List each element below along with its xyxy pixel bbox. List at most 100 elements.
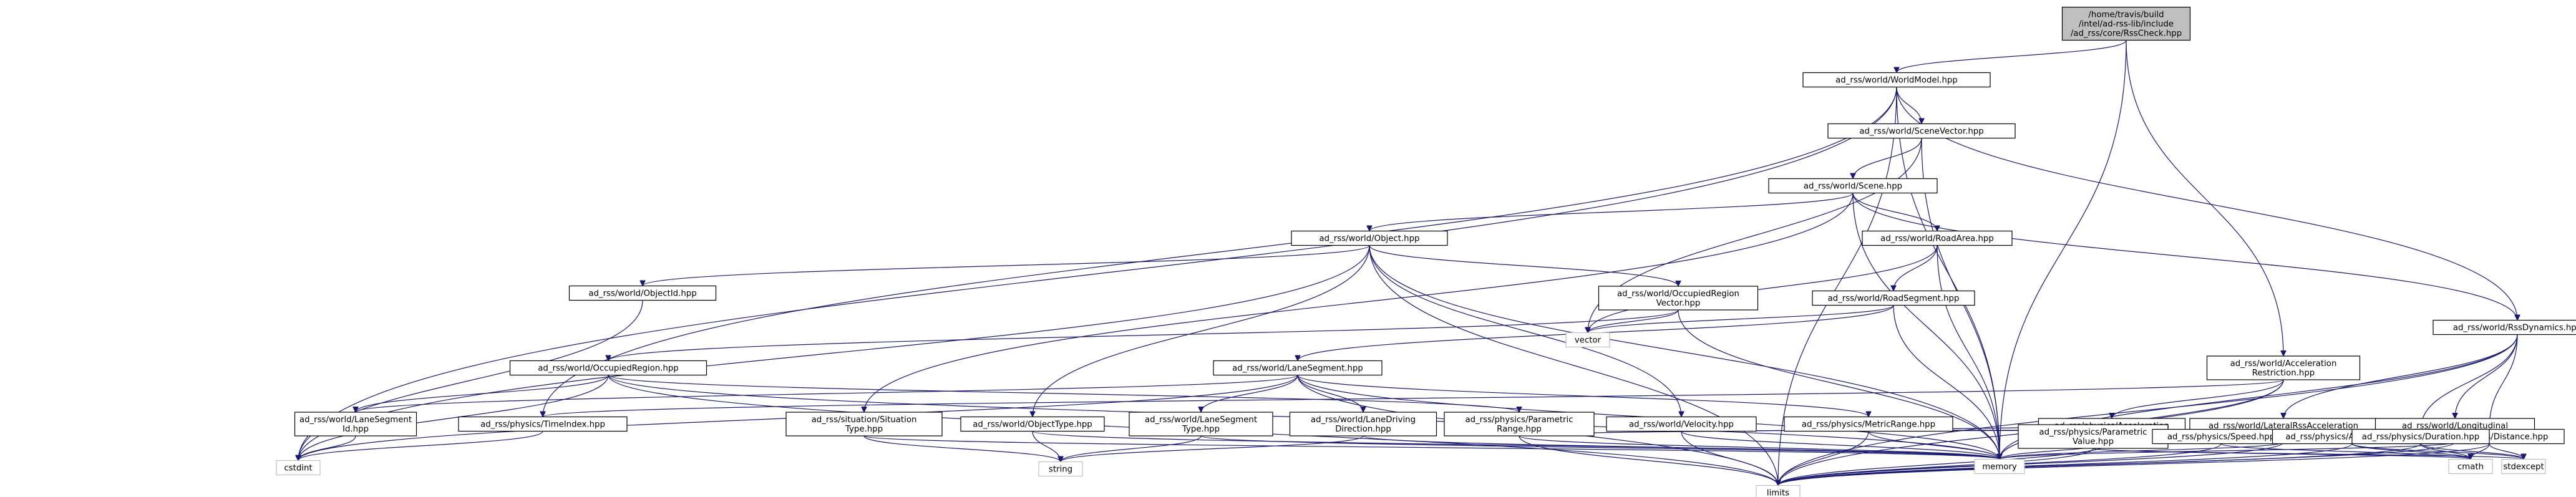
node-metricRange[interactable]: ad_rss/physics/MetricRange.hpp bbox=[1784, 416, 1953, 432]
node-rssDynamics[interactable]: ad_rss/world/RssDynamics.hpp bbox=[2433, 319, 2576, 335]
node-string: string bbox=[1038, 461, 1083, 477]
edge-scene-to-object bbox=[1369, 192, 1854, 232]
edge-worldModel-to-limits bbox=[1778, 87, 1897, 486]
node-label: ad_rss/world/LaneSegment bbox=[299, 415, 412, 425]
node-objectType[interactable]: ad_rss/world/ObjectType.hpp bbox=[960, 416, 1105, 432]
node-label: ad_rss/world/ObjectId.hpp bbox=[588, 289, 696, 299]
edge-sceneVector-to-scene bbox=[1853, 138, 1922, 179]
node-occRegion[interactable]: ad_rss/world/OccupiedRegion.hpp bbox=[509, 360, 707, 376]
edge-duration-to-cmath bbox=[2420, 443, 2471, 460]
edge-object-to-memory bbox=[1369, 245, 2000, 460]
node-label: Type.hpp bbox=[1182, 425, 1220, 434]
edge-root-to-memory bbox=[2000, 40, 2127, 460]
node-box bbox=[1862, 230, 2013, 246]
edge-laneSegmentType-to-string bbox=[1061, 435, 1202, 462]
node-label: ad_rss/physics/TimeIndex.hpp bbox=[480, 420, 605, 430]
node-label: ad_rss/world/LaneSegment bbox=[1145, 415, 1257, 425]
node-label: ad_rss/world/LaneDriving bbox=[1311, 415, 1416, 425]
edge-object-to-velocity bbox=[1369, 245, 1681, 417]
node-cstdint: cstdint bbox=[276, 460, 321, 476]
node-cmath: cmath bbox=[2448, 458, 2493, 475]
node-duration[interactable]: ad_rss/physics/Duration.hpp bbox=[2351, 428, 2490, 445]
edge-scene-to-rssDynamics bbox=[1852, 193, 2517, 321]
edge-accelRestriction-to-accelRange bbox=[2112, 379, 2284, 419]
node-worldModel[interactable]: ad_rss/world/WorldModel.hpp bbox=[1802, 72, 1991, 88]
edge-occRegion-to-parametricRange bbox=[608, 374, 1519, 413]
node-label: cmath bbox=[2457, 463, 2484, 472]
edge-laneDrivingDir-to-string bbox=[1061, 435, 1364, 463]
node-label: ad_rss/world/ObjectType.hpp bbox=[973, 420, 1092, 430]
edge-occRegion-to-laneSegmentId bbox=[356, 375, 609, 413]
edge-object-to-occRegionVector bbox=[1369, 245, 1678, 287]
node-label: ad_rss/physics/Duration.hpp bbox=[2362, 433, 2479, 442]
node-label: /ad_rss/core/RssCheck.hpp bbox=[2071, 29, 2182, 39]
dependency-edges bbox=[298, 40, 2524, 486]
node-box bbox=[1606, 416, 1757, 432]
edge-velocity-to-limits bbox=[1681, 431, 1778, 486]
node-label: Restriction.hpp bbox=[2252, 369, 2315, 378]
edge-acceleration-to-stdexcept bbox=[2351, 443, 2524, 460]
edge-roadSegment-to-vector bbox=[1588, 304, 1894, 334]
node-label: memory bbox=[1982, 463, 2017, 472]
edge-root-to-worldModel bbox=[1897, 40, 2127, 73]
edge-lonAccelValues-to-memory bbox=[2000, 442, 2456, 460]
edge-laneDrivingDir-to-memory bbox=[1363, 435, 2000, 460]
node-root[interactable]: /home/travis/build/intel/ad-rss-lib/incl… bbox=[2061, 6, 2191, 41]
edge-worldModel-to-rssDynamics bbox=[1896, 87, 2517, 321]
edge-speed-to-cmath bbox=[2220, 443, 2471, 460]
edge-laneSegment-to-laneSegmentId bbox=[356, 374, 1298, 413]
edge-objectId-to-cstdint bbox=[298, 300, 643, 461]
edge-rssDynamics-to-limits bbox=[1778, 334, 2518, 486]
edge-worldModel-to-timeIndex bbox=[543, 87, 1897, 417]
node-box bbox=[1129, 412, 1273, 437]
edge-accelRestriction-to-timeIndex bbox=[543, 379, 2284, 418]
node-label: ad_rss/world/Object.hpp bbox=[1320, 234, 1420, 244]
node-label: ad_rss/world/RoadSegment.hpp bbox=[1828, 294, 1960, 304]
node-box bbox=[1444, 412, 1595, 437]
node-label: ad_rss/world/Acceleration bbox=[2230, 359, 2337, 369]
node-roadArea[interactable]: ad_rss/world/RoadArea.hpp bbox=[1862, 230, 2013, 246]
edge-parametricValue-to-stdexcept bbox=[2092, 448, 2524, 460]
node-speed[interactable]: ad_rss/physics/Speed.hpp bbox=[2152, 428, 2290, 445]
edge-laneSegment-to-laneDrivingDir bbox=[1297, 375, 1363, 413]
node-box bbox=[2061, 6, 2191, 41]
node-scene[interactable]: ad_rss/world/Scene.hpp bbox=[1768, 178, 1938, 194]
node-object[interactable]: ad_rss/world/Object.hpp bbox=[1291, 230, 1448, 246]
node-roadSegment[interactable]: ad_rss/world/RoadSegment.hpp bbox=[1812, 290, 1975, 306]
edge-roadArea-to-memory bbox=[1937, 245, 2000, 460]
node-box bbox=[2018, 424, 2169, 449]
node-laneSegment[interactable]: ad_rss/world/LaneSegment.hpp bbox=[1213, 360, 1383, 376]
node-label: Value.hpp bbox=[2073, 437, 2114, 446]
edge-rssDynamics-to-distance bbox=[2489, 334, 2518, 430]
node-objectId[interactable]: ad_rss/world/ObjectId.hpp bbox=[568, 285, 717, 301]
node-label: ad_rss/physics/Parametric bbox=[1465, 415, 1573, 425]
node-box bbox=[2433, 319, 2576, 335]
node-box bbox=[1598, 286, 1759, 311]
edge-object-to-limits bbox=[1369, 245, 1778, 486]
node-timeIndex[interactable]: ad_rss/physics/TimeIndex.hpp bbox=[458, 416, 628, 432]
node-label: ad_rss/world/RssDynamics.hpp bbox=[2453, 324, 2576, 333]
node-label: Direction.hpp bbox=[1335, 425, 1391, 434]
node-label: ad_rss/world/Velocity.hpp bbox=[1629, 420, 1734, 430]
node-box bbox=[1213, 360, 1383, 376]
edge-situationType-to-string bbox=[863, 435, 1061, 463]
node-label: Type.hpp bbox=[845, 425, 883, 434]
node-box bbox=[509, 360, 707, 376]
node-sceneVector[interactable]: ad_rss/world/SceneVector.hpp bbox=[1827, 123, 2016, 139]
node-box bbox=[1289, 412, 1437, 437]
node-label: ad_rss/physics/Parametric bbox=[2039, 428, 2147, 437]
node-label: string bbox=[1049, 465, 1072, 475]
node-label: ad_rss/physics/MetricRange.hpp bbox=[1802, 420, 1935, 430]
node-label: Vector.hpp bbox=[1656, 299, 1701, 308]
node-label: ad_rss/world/WorldModel.hpp bbox=[1835, 76, 1958, 85]
node-velocity[interactable]: ad_rss/world/Velocity.hpp bbox=[1606, 416, 1757, 432]
